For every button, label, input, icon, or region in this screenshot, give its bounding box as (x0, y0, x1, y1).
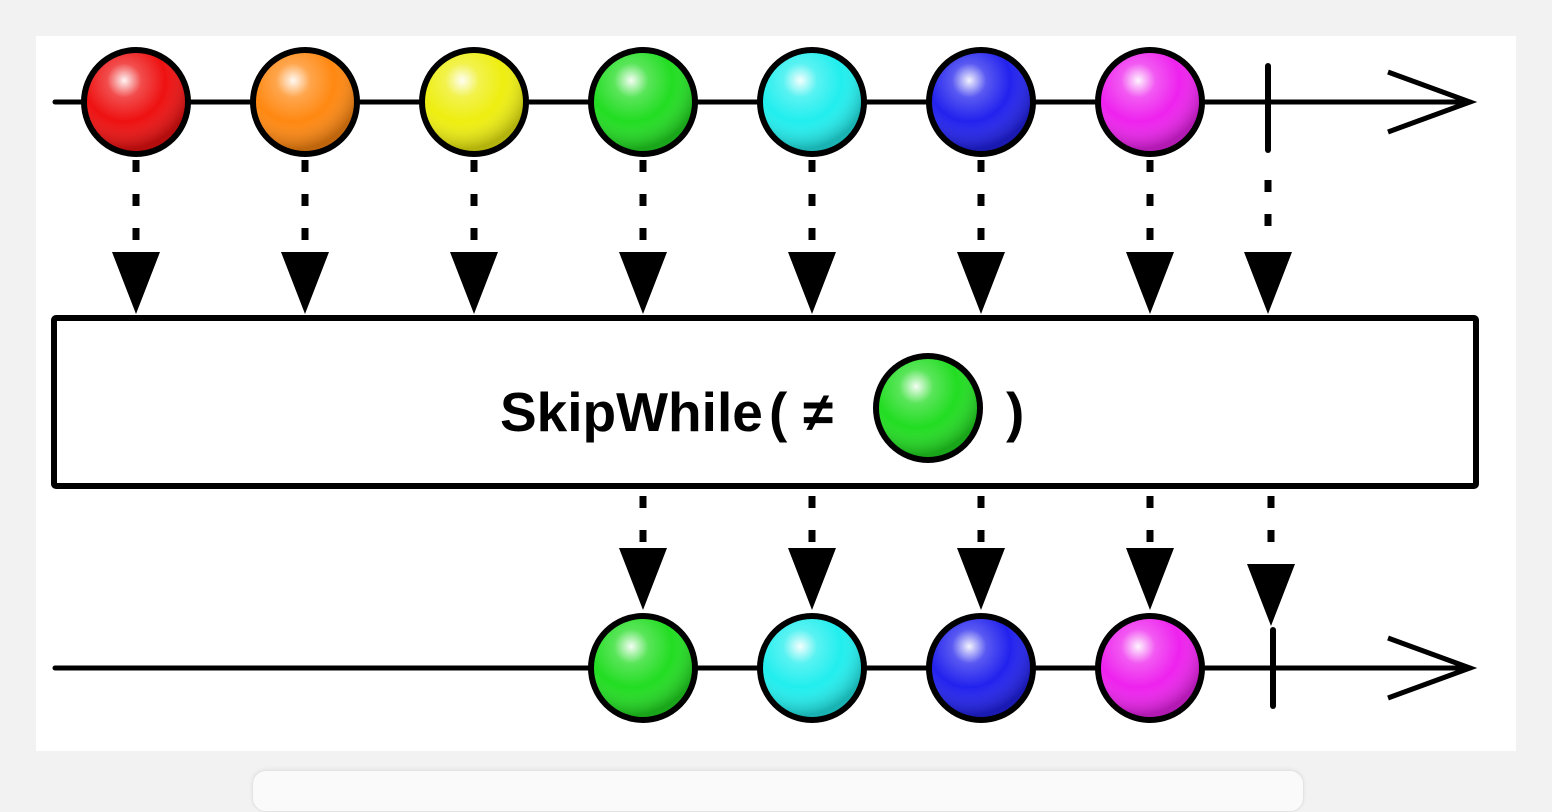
source-marbles (81, 47, 1205, 157)
source-projection-arrows (112, 160, 1292, 314)
predicate-marble-green (873, 353, 983, 463)
result-marble-green (588, 613, 698, 723)
result-timeline-arrowhead (1387, 635, 1478, 701)
result-projection-arrows (619, 496, 1295, 626)
operator-close-paren: ) (1006, 381, 1024, 443)
source-arrow-2 (281, 160, 329, 314)
source-arrow-4 (619, 160, 667, 314)
operator-box: SkipWhile ( ≠ ) (51, 315, 1479, 489)
result-arrow-4 (1126, 496, 1174, 610)
source-marble-green (588, 47, 698, 157)
source-marble-red (81, 47, 191, 157)
result-arrow-1 (619, 496, 667, 610)
result-marble-blue (926, 613, 1036, 723)
operator-name: SkipWhile (500, 381, 763, 443)
source-marble-orange (250, 47, 360, 157)
source-arrow-7 (1126, 160, 1174, 314)
result-arrow-3 (957, 496, 1005, 610)
marble-diagram: SkipWhile ( ≠ ) (51, 47, 1479, 723)
source-timeline-arrowhead (1387, 69, 1478, 135)
source-marble-cyan (757, 47, 867, 157)
source-arrow-3 (450, 160, 498, 314)
source-arrow-5 (788, 160, 836, 314)
result-marble-cyan (757, 613, 867, 723)
source-marble-yellow (419, 47, 529, 157)
result-marbles (588, 613, 1205, 723)
source-arrow-1 (112, 160, 160, 314)
result-arrow-completion (1247, 496, 1295, 626)
source-arrow-6 (957, 160, 1005, 314)
source-marble-blue (926, 47, 1036, 157)
not-equal-symbol: ≠ (803, 381, 833, 443)
source-arrow-completion (1244, 180, 1292, 314)
result-marble-magenta (1095, 613, 1205, 723)
operator-open-paren: ( (769, 381, 788, 443)
predicate-marble (873, 353, 983, 463)
result-arrow-2 (788, 496, 836, 610)
source-marble-magenta (1095, 47, 1205, 157)
